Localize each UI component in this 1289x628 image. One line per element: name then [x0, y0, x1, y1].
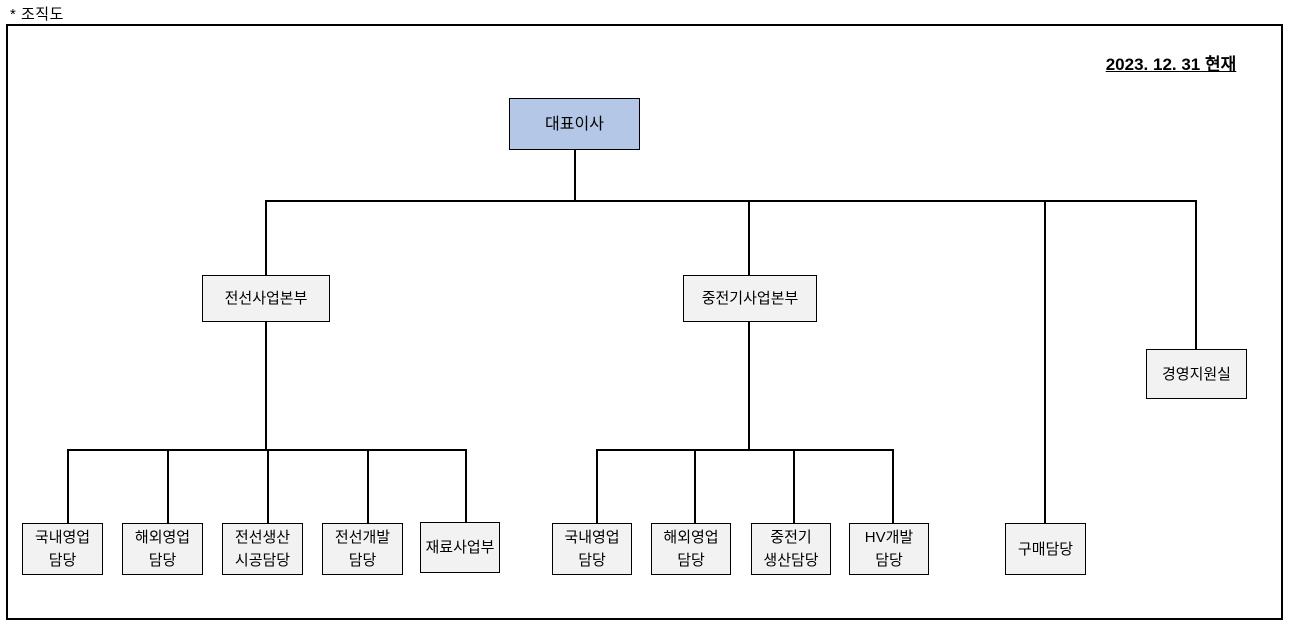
- org-node-label: 중전기사업본부: [701, 290, 799, 307]
- org-node-label: 담당: [48, 552, 77, 569]
- as-of-date: 2023. 12. 31 현재: [1105, 55, 1237, 74]
- org-node-label: HV개발: [864, 529, 914, 546]
- org-node-label: 시공담당: [234, 552, 291, 569]
- org-node-label: 전선사업본부: [224, 290, 308, 307]
- org-node-label: 경영지원실: [1161, 365, 1231, 383]
- connector-heavy-stem: [748, 322, 750, 449]
- org-node-label: 담당: [348, 552, 377, 569]
- org-node-heavy-overseas-sales: 해외영업 담당: [651, 523, 731, 575]
- org-node-wire-overseas-sales: 해외영업 담당: [122, 523, 203, 575]
- org-node-label: 생산담당: [763, 552, 819, 569]
- org-node-purchasing: 구매담당: [1005, 523, 1086, 575]
- connector-wire-stem: [265, 322, 267, 449]
- org-node-label: 전선개발: [334, 529, 391, 546]
- connector-top-rail: [265, 200, 1197, 202]
- org-node-heavy-domestic-sales: 국내영업 담당: [552, 523, 632, 575]
- connector-heavy-drop-1: [596, 449, 598, 523]
- chart-frame: [6, 24, 1283, 620]
- org-node-label: 담당: [148, 552, 177, 569]
- org-node-label: 국내영업: [34, 529, 91, 546]
- connector-wire-drop-5: [465, 449, 467, 522]
- org-node-ceo: 대표이사: [509, 98, 640, 150]
- connector-drop-wire-division: [265, 200, 267, 275]
- org-node-label: 구매담당: [1017, 540, 1074, 558]
- org-node-label: 담당: [875, 552, 903, 569]
- org-node-label: 재료사업부: [425, 539, 495, 556]
- org-node-label: 전선생산: [234, 529, 291, 546]
- org-node-label: 중전기: [770, 529, 812, 546]
- org-node-wire-division: 전선사업본부: [202, 275, 330, 322]
- org-node-label: 해외영업: [663, 529, 719, 546]
- connector-wire-drop-1: [67, 449, 69, 523]
- connector-wire-drop-4: [367, 449, 369, 523]
- org-node-materials-business: 재료사업부: [420, 522, 500, 573]
- org-node-heavy-division: 중전기사업본부: [683, 275, 817, 322]
- org-node-mgmt-support: 경영지원실: [1146, 349, 1247, 399]
- connector-wire-drop-2: [167, 449, 169, 523]
- connector-heavy-drop-2: [694, 449, 696, 523]
- org-node-label: 대표이사: [545, 115, 604, 133]
- org-node-hv-development: HV개발 담당: [849, 523, 929, 575]
- page-title: * 조직도: [10, 6, 64, 23]
- connector-drop-mgmt-support: [1195, 200, 1197, 349]
- org-node-heavy-production: 중전기 생산담당: [751, 523, 831, 575]
- connector-heavy-drop-3: [793, 449, 795, 523]
- org-node-label: 담당: [578, 552, 606, 569]
- connector-heavy-rail: [596, 449, 894, 451]
- org-node-label: 담당: [677, 552, 705, 569]
- connector-wire-drop-3: [267, 449, 269, 523]
- org-node-wire-production: 전선생산 시공담당: [222, 523, 303, 575]
- org-node-wire-development: 전선개발 담당: [322, 523, 403, 575]
- connector-heavy-drop-4: [892, 449, 894, 523]
- org-node-wire-domestic-sales: 국내영업 담당: [22, 523, 103, 575]
- org-node-label: 국내영업: [564, 529, 620, 546]
- connector-drop-purchasing: [1044, 200, 1046, 523]
- connector-ceo-stem: [574, 150, 576, 200]
- org-node-label: 해외영업: [134, 529, 191, 546]
- connector-drop-heavy-division: [748, 200, 750, 275]
